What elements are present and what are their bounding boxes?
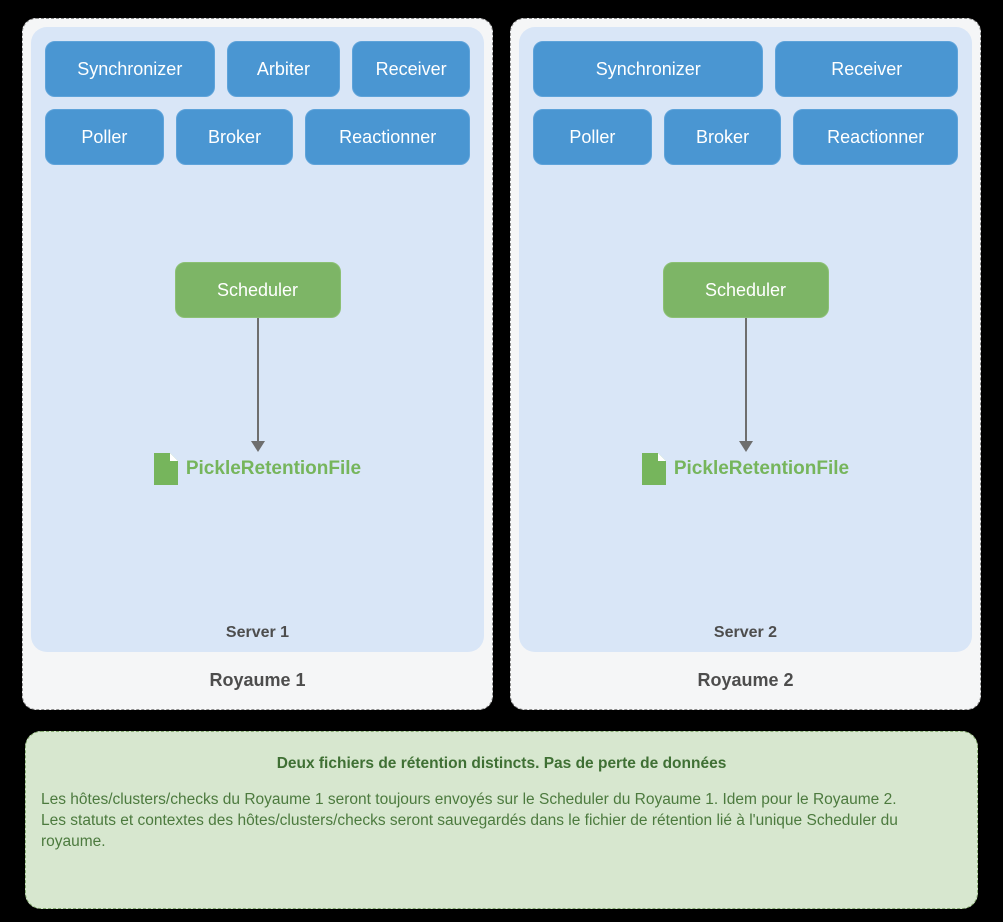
node-reactionner: Reactionner — [305, 109, 470, 165]
server-label: Server 1 — [225, 624, 290, 641]
node-receiver: Receiver — [775, 41, 958, 97]
node-scheduler: Scheduler — [174, 262, 341, 318]
server-2-panel: Synchronizer Receiver Poller Broker Reac… — [519, 27, 972, 652]
file-label: PickleRetentionFile — [673, 458, 850, 479]
daemon-row-2: Poller Broker Reactionner — [533, 109, 958, 165]
retention-file: PickleRetentionFile — [533, 453, 958, 485]
scheduler-to-file-arrow — [256, 318, 259, 441]
daemon-row-1: Synchronizer Receiver — [533, 41, 958, 97]
daemon-row-1: Synchronizer Arbiter Receiver — [45, 41, 470, 97]
node-synchronizer: Synchronizer — [45, 41, 215, 97]
node-poller: Poller — [533, 109, 652, 165]
info-paragraph-2: Les statuts et contextes des hôtes/clust… — [41, 812, 898, 850]
retention-file: PickleRetentionFile — [45, 453, 470, 485]
info-note-panel: Deux fichiers de rétention distincts. Pa… — [25, 731, 978, 909]
royaume-1-panel: Synchronizer Arbiter Receiver Poller Bro… — [22, 18, 493, 710]
server-1-panel: Synchronizer Arbiter Receiver Poller Bro… — [31, 27, 484, 652]
daemon-row-2: Poller Broker Reactionner — [45, 109, 470, 165]
node-broker: Broker — [663, 109, 782, 165]
info-note-title: Deux fichiers de rétention distincts. Pa… — [276, 755, 727, 772]
file-label: PickleRetentionFile — [185, 458, 362, 479]
arrow-down-icon — [738, 441, 753, 452]
info-note-body: Les hôtes/clusters/checks du Royaume 1 s… — [41, 789, 962, 852]
file-icon — [641, 453, 666, 485]
arrow-down-icon — [250, 441, 265, 452]
royaume-title: Royaume 2 — [697, 670, 794, 690]
node-arbiter: Arbiter — [226, 41, 341, 97]
node-receiver: Receiver — [352, 41, 470, 97]
node-broker: Broker — [175, 109, 294, 165]
node-scheduler: Scheduler — [662, 262, 829, 318]
info-paragraph-1: Les hôtes/clusters/checks du Royaume 1 s… — [41, 791, 897, 808]
server-label: Server 2 — [713, 624, 778, 641]
node-synchronizer: Synchronizer — [533, 41, 764, 97]
node-reactionner: Reactionner — [793, 109, 958, 165]
scheduler-to-file-arrow — [744, 318, 747, 441]
royaume-title: Royaume 1 — [209, 670, 306, 690]
file-icon — [153, 453, 178, 485]
node-poller: Poller — [45, 109, 164, 165]
royaume-2-panel: Synchronizer Receiver Poller Broker Reac… — [510, 18, 981, 710]
